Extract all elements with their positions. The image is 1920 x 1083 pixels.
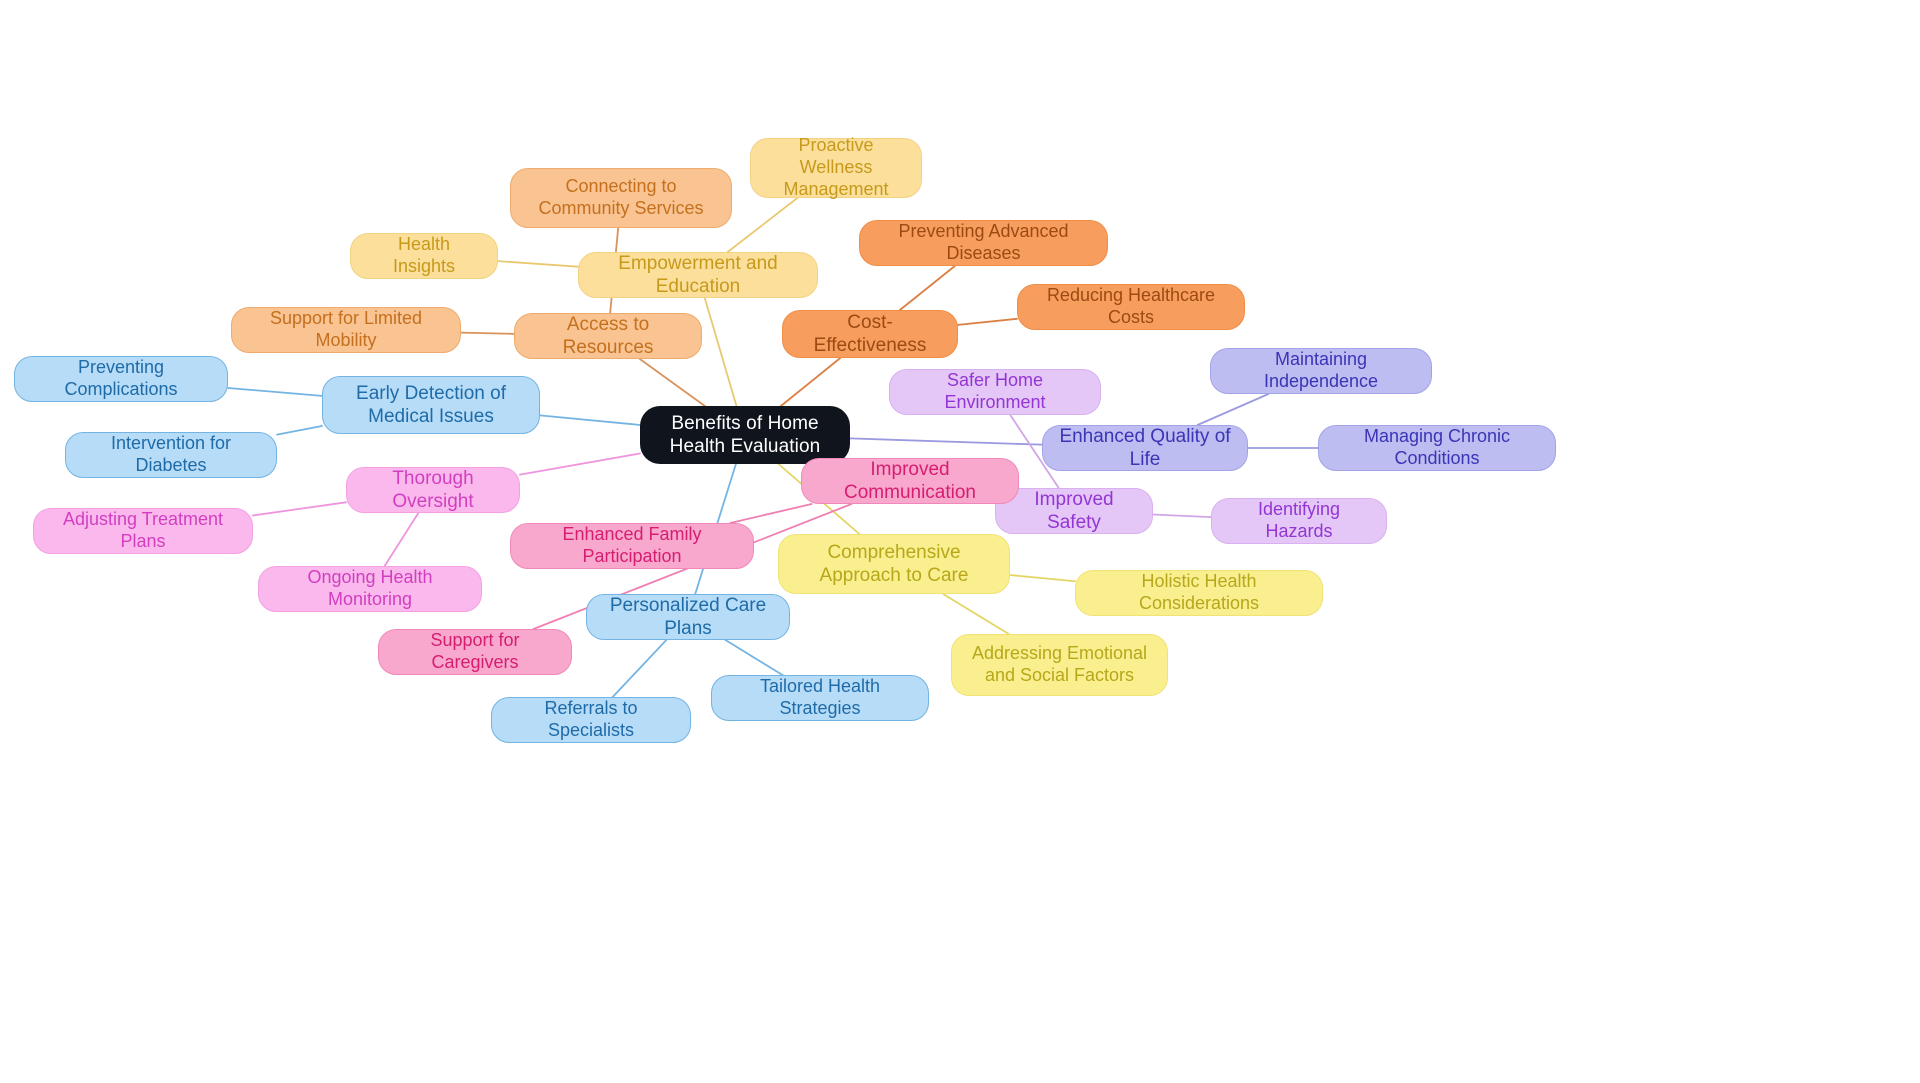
mindmap-node-safer-home-environment[interactable]: Safer Home Environment — [889, 369, 1101, 415]
edge-root-to-empowerment-education — [703, 297, 738, 407]
node-label: Addressing Emotional and Social Factors — [971, 643, 1148, 685]
edge-access-to-resources-to-support-limited-mobility — [460, 331, 515, 335]
mindmap-node-comprehensive-approach[interactable]: Comprehensive Approach to Care — [778, 534, 1010, 594]
mindmap-node-thorough-oversight[interactable]: Thorough Oversight — [346, 467, 520, 513]
node-label: Ongoing Health Monitoring — [307, 567, 433, 609]
node-label: Proactive Wellness Management — [783, 135, 889, 199]
mindmap-node-support-for-caregivers[interactable]: Support for Caregivers — [378, 629, 572, 675]
mindmap-node-maintaining-independence[interactable]: Maintaining Independence — [1210, 348, 1432, 394]
mindmap-node-access-to-resources[interactable]: Access to Resources — [514, 313, 702, 359]
mindmap-node-early-detection[interactable]: Early Detection of Medical Issues — [322, 376, 540, 434]
mindmap-node-preventing-complications[interactable]: Preventing Complications — [14, 356, 228, 402]
node-label: Managing Chronic Conditions — [1363, 426, 1511, 468]
mindmap-node-adjusting-treatment-plans[interactable]: Adjusting Treatment Plans — [33, 508, 253, 554]
node-label: Intervention for Diabetes — [110, 433, 232, 475]
node-label: Support for Limited Mobility — [269, 308, 423, 350]
edge-root-to-thorough-oversight — [519, 452, 641, 476]
node-label: Identifying Hazards — [1257, 499, 1341, 541]
edge-enhanced-quality-of-life-to-maintaining-independence — [1196, 393, 1270, 426]
node-label: Referrals to Specialists — [544, 698, 638, 740]
node-label: Empowerment and Education — [618, 252, 778, 297]
node-label: Improved Communication — [844, 458, 976, 503]
edge-empowerment-education-to-proactive-wellness — [726, 197, 799, 253]
edge-cost-effectiveness-to-preventing-advanced-diseases — [899, 265, 956, 311]
edge-root-to-early-detection — [539, 414, 641, 426]
edge-thorough-oversight-to-adjusting-treatment-plans — [252, 501, 347, 517]
node-label: Personalized Care Plans — [609, 594, 767, 639]
edge-early-detection-to-preventing-complications — [227, 387, 323, 397]
node-label: Enhanced Family Participation — [562, 524, 702, 566]
mindmap-node-preventing-advanced-diseases[interactable]: Preventing Advanced Diseases — [859, 220, 1108, 266]
node-label: Enhanced Quality of Life — [1059, 425, 1231, 470]
mindmap-node-enhanced-quality-of-life[interactable]: Enhanced Quality of Life — [1042, 425, 1248, 471]
node-label: Preventing Advanced Diseases — [898, 221, 1069, 263]
node-label: Cost-Effectiveness — [813, 311, 927, 356]
edge-empowerment-education-to-health-insights — [497, 260, 579, 268]
edge-personalized-care-plans-to-tailored-health-strategies — [724, 639, 784, 676]
node-label: Comprehensive Approach to Care — [819, 541, 969, 586]
mindmap-node-cost-effectiveness[interactable]: Cost-Effectiveness — [782, 310, 958, 358]
node-label: Tailored Health Strategies — [759, 676, 881, 718]
node-label: Adjusting Treatment Plans — [62, 509, 224, 551]
edge-early-detection-to-intervention-diabetes — [276, 425, 323, 436]
mindmap-node-identifying-hazards[interactable]: Identifying Hazards — [1211, 498, 1387, 544]
mindmap-node-improved-communication[interactable]: Improved Communication — [801, 458, 1019, 504]
node-label: Benefits of Home Health Evaluation — [669, 412, 821, 457]
node-label: Reducing Healthcare Costs — [1046, 285, 1216, 327]
mindmap-node-connecting-community-services[interactable]: Connecting to Community Services — [510, 168, 732, 228]
mindmap-node-proactive-wellness[interactable]: Proactive Wellness Management — [750, 135, 922, 199]
mindmap-node-personalized-care-plans[interactable]: Personalized Care Plans — [586, 594, 790, 640]
node-label: Access to Resources — [562, 313, 654, 358]
node-label: Connecting to Community Services — [538, 176, 704, 218]
edge-personalized-care-plans-to-referrals-to-specialists — [611, 639, 668, 698]
node-label: Thorough Oversight — [392, 467, 474, 512]
edge-comprehensive-approach-to-addressing-emotional-social — [942, 593, 1010, 635]
mindmap-node-enhanced-family-participation[interactable]: Enhanced Family Participation — [510, 523, 754, 569]
edge-improved-communication-to-enhanced-family-participation — [729, 503, 813, 524]
node-label: Support for Caregivers — [430, 630, 520, 672]
node-label: Safer Home Environment — [944, 370, 1046, 412]
mindmap-node-intervention-diabetes[interactable]: Intervention for Diabetes — [65, 432, 277, 478]
node-label: Holistic Health Considerations — [1138, 571, 1260, 613]
mindmap-node-support-limited-mobility[interactable]: Support for Limited Mobility — [231, 307, 461, 353]
edge-root-to-access-to-resources — [638, 358, 706, 407]
edge-root-to-enhanced-quality-of-life — [849, 437, 1043, 446]
mindmap-node-reducing-healthcare-costs[interactable]: Reducing Healthcare Costs — [1017, 284, 1245, 330]
root-node[interactable]: Benefits of Home Health Evaluation — [640, 406, 850, 464]
mindmap-node-addressing-emotional-social[interactable]: Addressing Emotional and Social Factors — [951, 634, 1168, 696]
node-label: Early Detection of Medical Issues — [356, 382, 506, 427]
mindmap-node-referrals-to-specialists[interactable]: Referrals to Specialists — [491, 697, 691, 743]
node-label: Health Insights — [392, 234, 456, 276]
node-label: Maintaining Independence — [1263, 349, 1379, 391]
node-label: Preventing Complications — [64, 357, 178, 399]
mindmap-node-tailored-health-strategies[interactable]: Tailored Health Strategies — [711, 675, 929, 721]
edge-comprehensive-approach-to-holistic-health — [1009, 574, 1076, 583]
mindmap-node-empowerment-education[interactable]: Empowerment and Education — [578, 252, 818, 298]
mindmap-node-improved-safety[interactable]: Improved Safety — [995, 488, 1153, 534]
mindmap-node-managing-chronic-conditions[interactable]: Managing Chronic Conditions — [1318, 425, 1556, 471]
mindmap-node-ongoing-health-monitoring[interactable]: Ongoing Health Monitoring — [258, 566, 482, 612]
mindmap-node-health-insights[interactable]: Health Insights — [350, 233, 498, 279]
mindmap-node-holistic-health[interactable]: Holistic Health Considerations — [1075, 570, 1323, 616]
edge-improved-safety-to-identifying-hazards — [1152, 513, 1212, 518]
edge-thorough-oversight-to-ongoing-health-monitoring — [383, 512, 420, 567]
node-label: Improved Safety — [1034, 488, 1114, 533]
edge-cost-effectiveness-to-reducing-healthcare-costs — [957, 317, 1018, 326]
edge-root-to-cost-effectiveness — [779, 357, 842, 407]
